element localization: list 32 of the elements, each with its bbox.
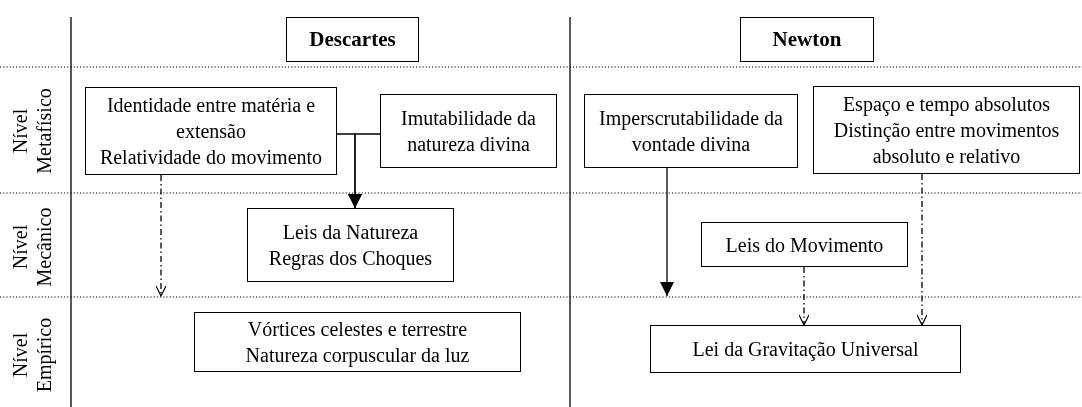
- concept-box: [650, 325, 961, 373]
- box-text: Vórtices celestes e terrestre: [247, 317, 468, 342]
- level-label: Nível Metafísico: [8, 87, 56, 176]
- concept-box: [85, 87, 337, 175]
- arrow: [348, 133, 381, 209]
- box-text: Newton: [772, 25, 842, 53]
- concept-box: [813, 86, 1080, 174]
- concept-box: [194, 312, 521, 372]
- arrow: [916, 173, 928, 326]
- box-text: Leis da Natureza: [282, 220, 419, 245]
- concept-box: [701, 222, 908, 267]
- box-text: Identidade entre matéria e extensão: [105, 93, 317, 144]
- box-text: Lei da Gravitação Universal: [692, 337, 919, 362]
- level-label: Nível Empírico: [8, 316, 56, 395]
- level-label: Nível Mecânico: [8, 206, 56, 289]
- box-text: Distinção entre movimentos absoluto e relativo: [832, 118, 1061, 169]
- box-text: Espaço e tempo absolutos: [842, 92, 1051, 117]
- arrow: [155, 174, 167, 297]
- box-text: Regras dos Choques: [268, 246, 433, 271]
- box-text: Imperscrutabilidade da vontade divina: [598, 106, 784, 157]
- concept-box: [584, 94, 798, 168]
- box-text: Imutabilidade da natureza divina: [400, 106, 537, 157]
- arrow: [798, 266, 810, 326]
- column-header-box: [286, 17, 419, 62]
- box-text: Descartes: [309, 25, 396, 53]
- arrow: [660, 167, 674, 297]
- box-text: Leis do Movimento: [725, 232, 884, 258]
- concept-box: [380, 94, 557, 168]
- concept-box: [247, 208, 454, 282]
- box-text: Relatividade do movimento: [99, 145, 323, 170]
- box-text: Natureza corpuscular da luz: [245, 343, 470, 368]
- column-header-box: [740, 17, 874, 62]
